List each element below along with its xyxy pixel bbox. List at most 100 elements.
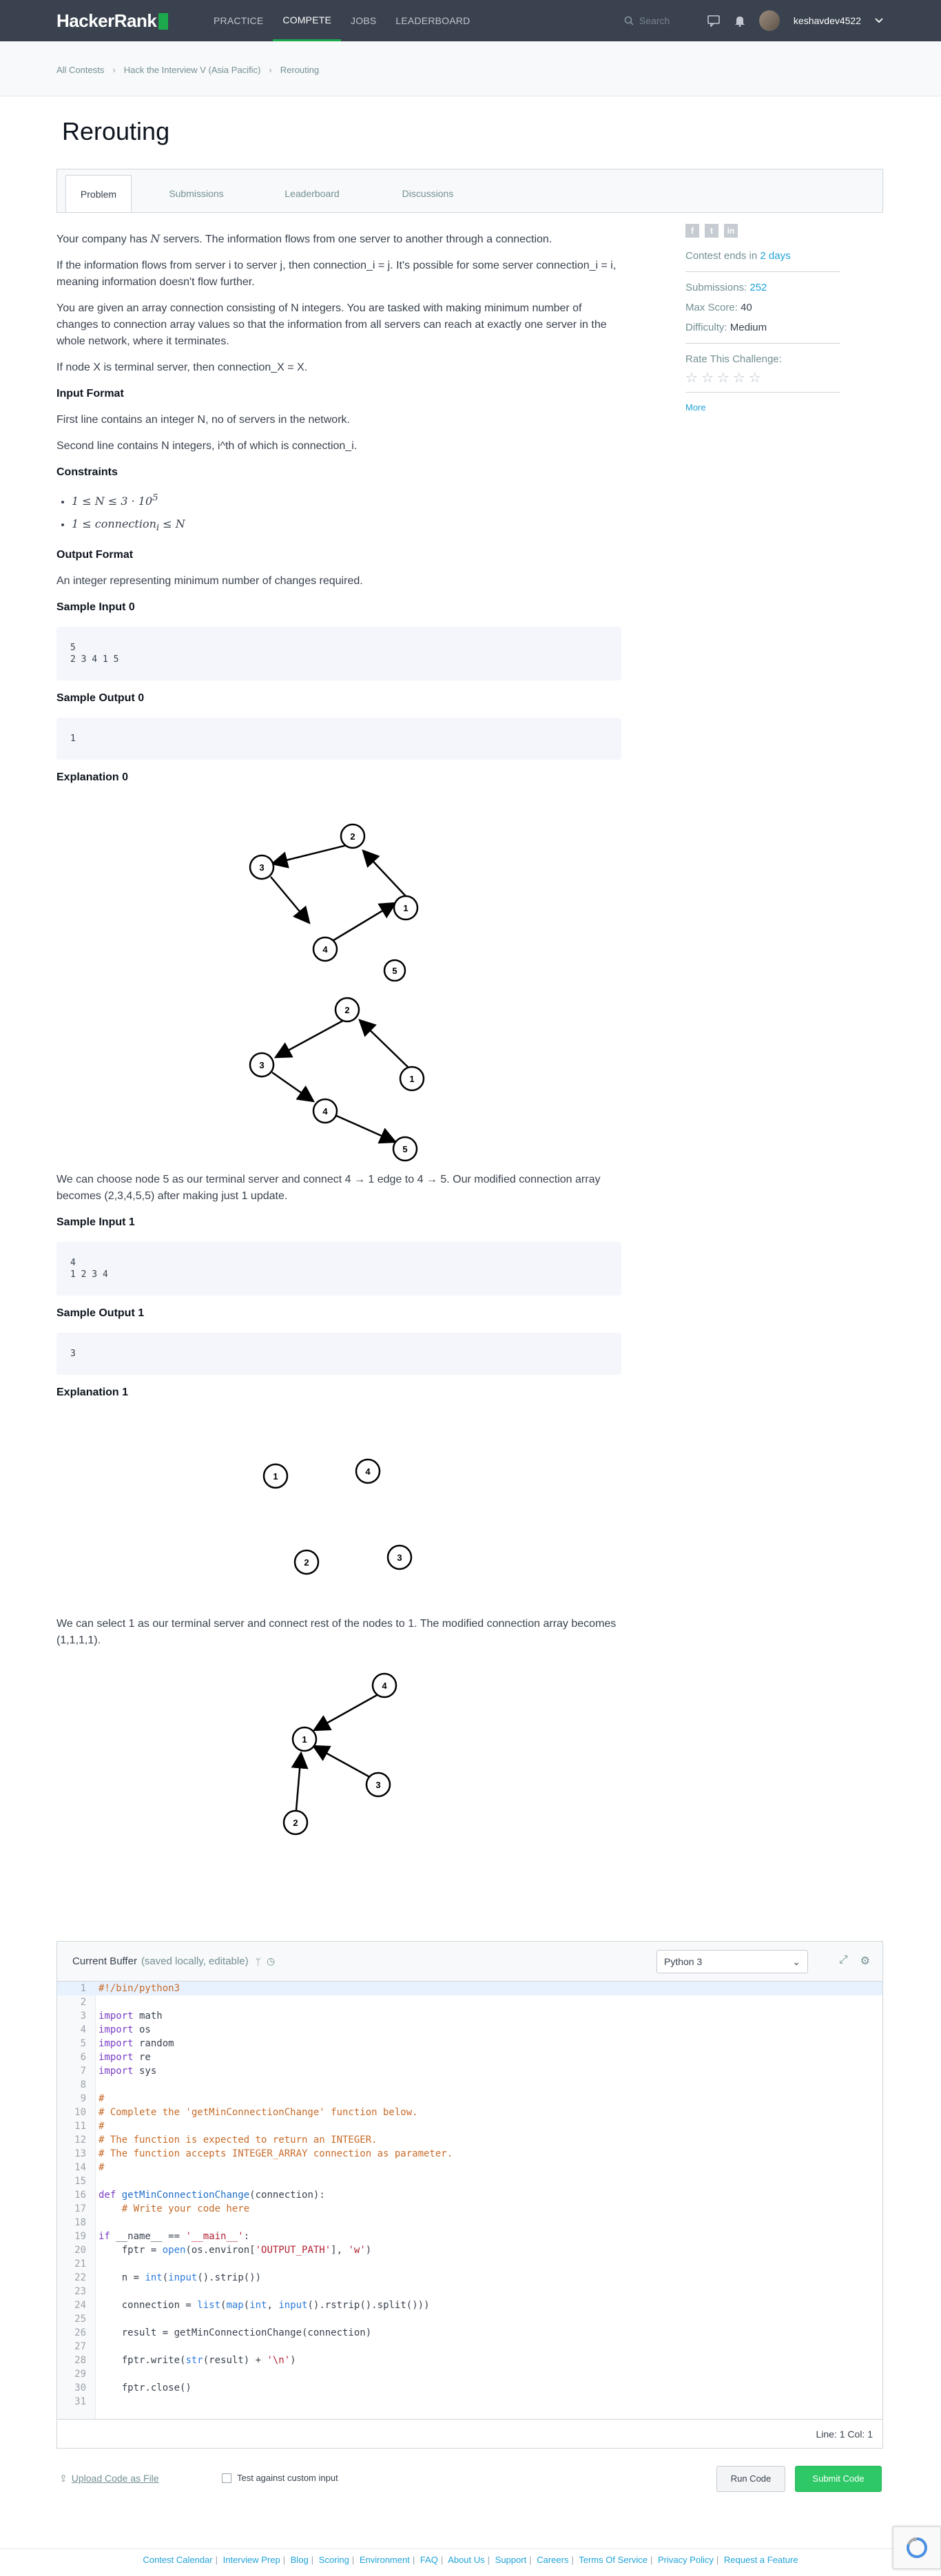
- graph-node: 4: [371, 1672, 397, 1698]
- graph-node: 4: [312, 1098, 338, 1123]
- nav-links: PRACTICE COMPETE JOBS LEADERBOARD: [204, 0, 479, 41]
- fullscreen-icon[interactable]: ⤢: [838, 1954, 848, 1966]
- twitter-icon[interactable]: t: [705, 224, 718, 238]
- star-icon[interactable]: ☆: [716, 371, 730, 386]
- linkedin-icon[interactable]: in: [724, 224, 738, 238]
- footer-link[interactable]: Contest Calendar: [143, 2555, 213, 2565]
- recaptcha-badge[interactable]: [893, 2526, 941, 2569]
- problem-p2: If the information flows from server i t…: [56, 260, 617, 288]
- checkbox[interactable]: [222, 2473, 231, 2483]
- graph-node: 2: [293, 1549, 320, 1575]
- svg-text:1: 1: [403, 903, 408, 913]
- breadcrumb-all-contests[interactable]: All Contests: [56, 65, 105, 75]
- branch-icon[interactable]: ᛘ: [255, 1955, 261, 1967]
- username[interactable]: keshavdev4522: [793, 15, 861, 26]
- buffer-label: Current Buffer: [72, 1955, 137, 1967]
- custom-input-checkbox[interactable]: Test against custom input: [222, 2473, 338, 2483]
- tab-submissions[interactable]: Submissions: [169, 188, 224, 199]
- page-header: [0, 41, 941, 96]
- footer-link[interactable]: Interview Prep: [223, 2555, 280, 2565]
- star-icon[interactable]: ☆: [701, 371, 714, 386]
- nav-leaderboard[interactable]: LEADERBOARD: [395, 15, 470, 26]
- chevron-right-icon: ›: [112, 65, 116, 75]
- breadcrumb: All Contests › Hack the Interview V (Asi…: [56, 65, 319, 75]
- sample-input-0: 5 2 3 4 1 5: [56, 626, 621, 681]
- explanation-1-heading: Explanation 1: [56, 1386, 129, 1398]
- footer-link[interactable]: Terms Of Service: [579, 2555, 648, 2565]
- footer-link[interactable]: Privacy Policy: [657, 2555, 714, 2565]
- graph-node: 2: [334, 997, 360, 1022]
- graph-node: 1: [393, 895, 419, 920]
- contest-ends-value[interactable]: 2 days: [760, 250, 791, 262]
- svg-text:2: 2: [350, 831, 355, 842]
- footer-link[interactable]: Support: [495, 2555, 527, 2565]
- upload-code-link[interactable]: ⇪Upload Code as File: [59, 2473, 159, 2484]
- star-icon[interactable]: ☆: [732, 371, 745, 386]
- constraints-heading: Constraints: [56, 466, 118, 478]
- graph-node: 1: [291, 1726, 318, 1752]
- page-title: Rerouting: [62, 117, 170, 145]
- footer-link[interactable]: FAQ: [420, 2555, 438, 2565]
- problem-statement: Your company has N servers. The informat…: [56, 231, 621, 1850]
- sample-input-0-heading: Sample Input 0: [56, 601, 135, 613]
- tab-leaderboard[interactable]: Leaderboard: [285, 188, 340, 199]
- explanation-0-graph-after: 2 3 1 4 5: [249, 997, 425, 1161]
- editor-header: Current Buffer (saved locally, editable)…: [57, 1942, 882, 1982]
- user-avatar[interactable]: [758, 10, 780, 31]
- facebook-icon[interactable]: f: [685, 224, 699, 238]
- graph-node: 3: [386, 1544, 413, 1570]
- svg-text:3: 3: [259, 1060, 264, 1070]
- chevron-right-icon: ›: [269, 65, 272, 75]
- submissions-count: Submissions: 252: [685, 282, 767, 293]
- footer-link[interactable]: Careers: [537, 2555, 569, 2565]
- language-select[interactable]: Python 3⌄: [656, 1950, 808, 1973]
- footer: Contest Calendar| Interview Prep| Blog| …: [0, 2548, 941, 2576]
- nav-practice[interactable]: PRACTICE: [214, 15, 264, 26]
- star-icon[interactable]: ☆: [685, 371, 698, 386]
- svg-text:2: 2: [293, 1818, 298, 1828]
- svg-text:4: 4: [365, 1466, 371, 1477]
- star-icon[interactable]: ☆: [748, 371, 761, 386]
- footer-link[interactable]: Request a Feature: [723, 2555, 798, 2565]
- submit-code-button[interactable]: Submit Code: [795, 2466, 882, 2492]
- difficulty: Difficulty: Medium: [685, 322, 767, 333]
- divider: [685, 271, 840, 272]
- gear-icon[interactable]: ⚙: [860, 1955, 870, 1967]
- svg-text:2: 2: [344, 1005, 349, 1015]
- tab-discussions[interactable]: Discussions: [402, 188, 454, 199]
- rating-stars[interactable]: ☆☆☆☆☆: [685, 369, 840, 386]
- footer-link[interactable]: Environment: [359, 2555, 410, 2565]
- chevron-down-icon[interactable]: [875, 18, 883, 23]
- footer-link[interactable]: Blog: [290, 2555, 309, 2565]
- notifications-bell-icon[interactable]: [734, 14, 745, 27]
- explanation-0-graph-before: 2 3 1 4 5: [249, 823, 419, 981]
- problem-p3: You are given an array connection consis…: [56, 302, 607, 347]
- search-input[interactable]: Search: [624, 15, 693, 26]
- nav-jobs[interactable]: JOBS: [351, 15, 377, 26]
- buffer-sub: (saved locally, editable): [141, 1955, 249, 1967]
- breadcrumb-contest[interactable]: Hack the Interview V (Asia Pacific): [123, 65, 261, 75]
- graph-node: 5: [392, 1136, 418, 1161]
- sample-output-1-heading: Sample Output 1: [56, 1307, 145, 1319]
- footer-link[interactable]: About Us: [448, 2555, 485, 2565]
- tab-problem[interactable]: Problem: [65, 175, 132, 212]
- graph-node: 1: [399, 1066, 425, 1091]
- more-link[interactable]: More: [685, 402, 706, 413]
- problem-intro: Your company has N servers. The informat…: [56, 232, 552, 245]
- hackerrank-logo[interactable]: HackerRank: [56, 10, 169, 32]
- input-format-heading: Input Format: [56, 388, 124, 399]
- messages-icon[interactable]: [707, 14, 721, 27]
- footer-link[interactable]: Scoring: [318, 2555, 349, 2565]
- graph-node: 2: [340, 823, 366, 849]
- top-navbar: HackerRank PRACTICE COMPETE JOBS LEADERB…: [0, 0, 941, 41]
- challenge-sidebar: f t in Contest ends in 2 days Submission…: [685, 224, 840, 413]
- run-code-button[interactable]: Run Code: [716, 2466, 785, 2492]
- editor-actions: ⇪Upload Code as File Test against custom…: [56, 2464, 883, 2493]
- rate-label: Rate This Challenge:: [685, 353, 782, 365]
- graph-node: 3: [365, 1772, 391, 1797]
- explanation-0-heading: Explanation 0: [56, 771, 129, 783]
- history-icon[interactable]: ◷: [266, 1955, 276, 1966]
- contest-ends: Contest ends in 2 days: [685, 250, 791, 262]
- nav-compete[interactable]: COMPETE: [273, 0, 342, 41]
